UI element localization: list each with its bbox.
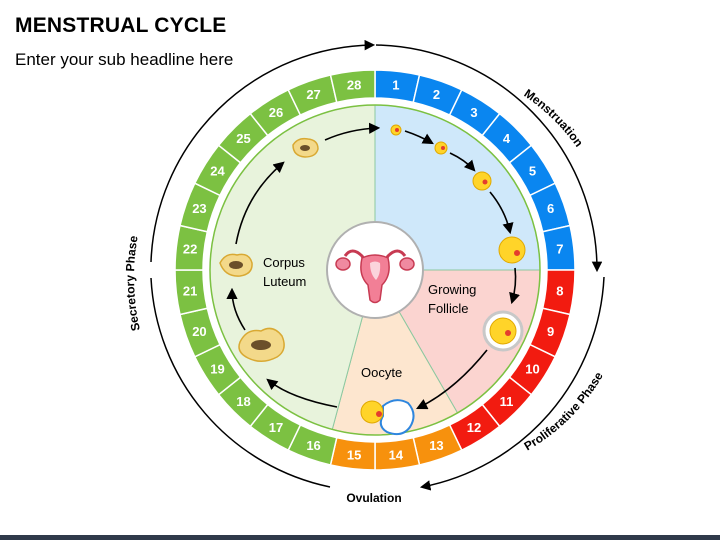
- day-number: 19: [210, 361, 224, 376]
- day-number: 5: [529, 164, 536, 179]
- day-number: 13: [429, 438, 443, 453]
- day-number: 27: [306, 87, 320, 102]
- day-number: 20: [192, 324, 206, 339]
- cycle-arrow-icon: [235, 161, 285, 245]
- cycle-arrow-icon: [489, 191, 514, 235]
- center-badge: [326, 221, 424, 319]
- uterus-icon: [335, 249, 415, 304]
- inner-disc-rim: [209, 104, 541, 436]
- footer-bar: [0, 535, 720, 540]
- proliferative-ring-arrow: [419, 276, 605, 491]
- secretory-ring-arc: [150, 277, 331, 488]
- day-number: 24: [210, 164, 225, 179]
- day-number: 23: [192, 201, 206, 216]
- corpus-luteum-small-icon: [292, 137, 319, 158]
- cycle-arrow-icon: [509, 267, 520, 305]
- page-title: MENSTRUAL CYCLE: [15, 14, 227, 37]
- follicle-icon: [390, 124, 402, 136]
- menstruation-ring-arrow: [375, 44, 603, 273]
- growing-follicle-label-line1: Growing: [428, 282, 476, 297]
- cycle-arrow-icon: [324, 122, 381, 141]
- cycle-arrow-icon: [404, 130, 434, 145]
- growing-follicle-label-line2: Follicle: [428, 301, 468, 316]
- corpus-luteum-stages: [219, 137, 319, 362]
- cycle-arrow-icon: [266, 378, 338, 408]
- day-number: 8: [556, 283, 563, 298]
- oocyte-release-icon: [360, 399, 415, 436]
- day-number: 25: [236, 131, 250, 146]
- day-number: 18: [236, 394, 250, 409]
- day-number: 26: [269, 105, 283, 120]
- day-number: 3: [470, 105, 477, 120]
- day-number: 11: [500, 394, 514, 409]
- follicle-icon: [434, 141, 448, 155]
- ovulation-label: Ovulation: [346, 491, 401, 505]
- day-number: 17: [269, 420, 283, 435]
- day-number: 6: [547, 201, 554, 216]
- corpus-luteum-medium-icon: [219, 253, 253, 277]
- day-number: 15: [347, 447, 361, 462]
- secretory-ring-arrow: [150, 39, 376, 263]
- day-number: 2: [433, 87, 440, 102]
- outer-phase-ring: [150, 39, 605, 491]
- day-number: 14: [389, 447, 404, 462]
- cycle-arrows: [226, 122, 520, 410]
- cycle-arrow-icon: [415, 349, 488, 410]
- follicle-stages: [360, 124, 526, 436]
- day-number: 7: [556, 242, 563, 257]
- day-number: 28: [347, 78, 361, 93]
- secretory-phase-label: Secretory Phase: [123, 234, 143, 332]
- day-number: 9: [547, 324, 554, 339]
- corpus-luteum-large-icon: [238, 327, 285, 362]
- oocyte-label: Oocyte: [361, 365, 402, 380]
- day-number: 10: [525, 361, 539, 376]
- page-subtitle: Enter your sub headline here: [15, 50, 234, 69]
- day-number: 1: [392, 78, 399, 93]
- menstruation-label: Menstruation: [522, 86, 586, 149]
- day-number: 16: [306, 438, 320, 453]
- cycle-arrow-icon: [226, 287, 246, 331]
- day-number: 12: [467, 420, 481, 435]
- follicle-icon: [498, 236, 526, 264]
- corpus-luteum-label-line2: Luteum: [263, 274, 306, 289]
- follicle-icon: [472, 171, 492, 191]
- cycle-arrow-icon: [449, 152, 476, 172]
- mature-follicle-icon: [482, 310, 524, 352]
- day-number: 22: [183, 242, 197, 257]
- day-number: 21: [183, 283, 197, 298]
- day-number: 4: [503, 131, 511, 146]
- corpus-luteum-label-line1: Corpus: [263, 255, 305, 270]
